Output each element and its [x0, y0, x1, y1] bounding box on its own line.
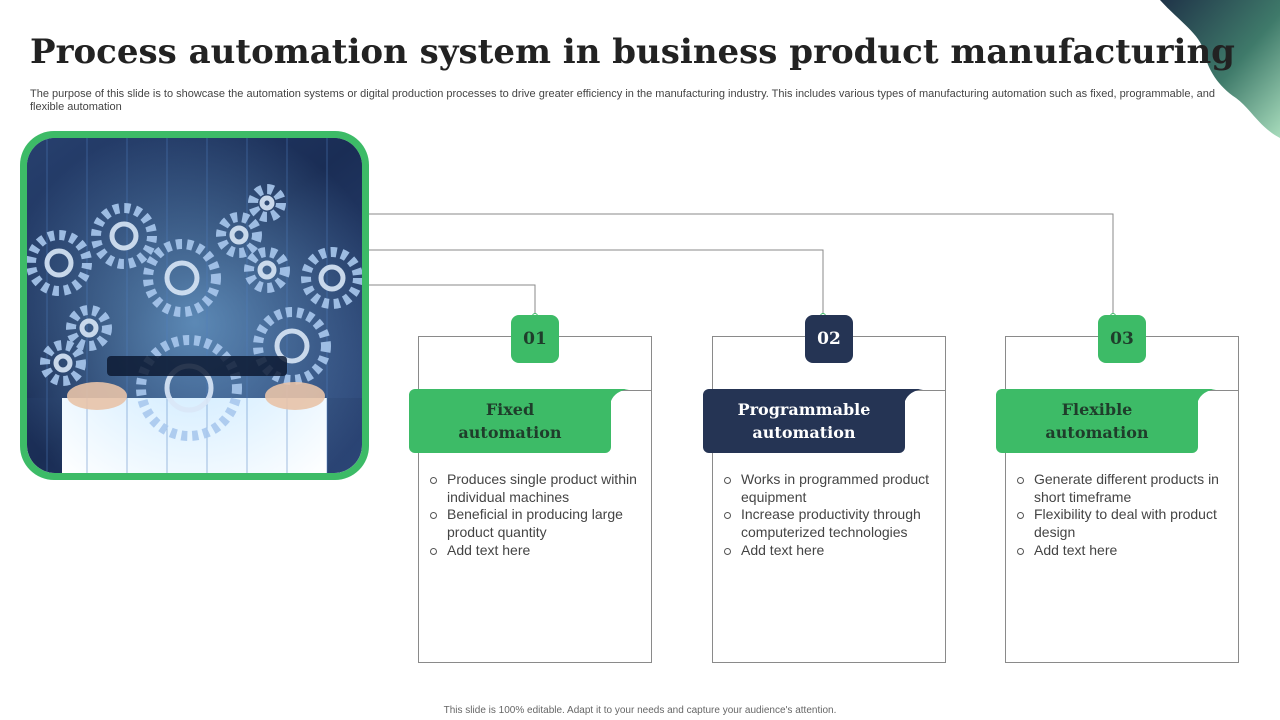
label-line-1: Fixed	[485, 400, 535, 419]
list-item: Works in programmed product equipment	[723, 471, 933, 506]
card-label: Fixed automation	[409, 389, 611, 453]
gears-hologram-photo	[27, 138, 362, 473]
list-item: Beneficial in producing large product qu…	[429, 506, 639, 541]
page-title: Process automation system in business pr…	[30, 32, 1235, 72]
corner-decoration	[1160, 0, 1280, 138]
label-line-2: automation	[752, 423, 856, 442]
list-item: Flexibility to deal with product design	[1016, 506, 1226, 541]
step-number-badge: 03	[1098, 315, 1146, 363]
label-fold-shape	[605, 389, 629, 401]
label-line-1: Programmable	[737, 400, 871, 419]
card-flexible-automation: 03 Flexible automation Generate different…	[996, 315, 1239, 663]
list-item: Add text here	[723, 542, 933, 560]
list-item: Produces single product within individua…	[429, 471, 639, 506]
list-item: Add text here	[429, 542, 639, 560]
label-fold-shape	[899, 389, 923, 401]
label-line-2: automation	[1045, 423, 1149, 442]
card-programmable-automation: 02 Programmable automation Works in progr…	[703, 315, 946, 663]
label-line-1: Flexible	[1061, 400, 1133, 419]
footer-note: This slide is 100% editable. Adapt it to…	[443, 705, 837, 716]
bullet-list: Generate different products in short tim…	[1016, 471, 1226, 560]
step-number-badge: 02	[805, 315, 853, 363]
list-item: Generate different products in short tim…	[1016, 471, 1226, 506]
photo-frame	[20, 131, 369, 480]
bullet-list: Works in programmed product equipment In…	[723, 471, 933, 560]
bullet-list: Produces single product within individua…	[429, 471, 639, 560]
label-fold-shape	[1192, 389, 1216, 401]
card-label: Programmable automation	[703, 389, 905, 453]
label-line-2: automation	[458, 423, 562, 442]
card-label: Flexible automation	[996, 389, 1198, 453]
list-item: Add text here	[1016, 542, 1226, 560]
page-subtitle: The purpose of this slide is to showcase…	[30, 88, 1215, 113]
gears-illustration	[27, 138, 362, 473]
step-number-badge: 01	[511, 315, 559, 363]
card-fixed-automation: 01 Fixed automation Produces single produ…	[409, 315, 652, 663]
list-item: Increase productivity through computeriz…	[723, 506, 933, 541]
